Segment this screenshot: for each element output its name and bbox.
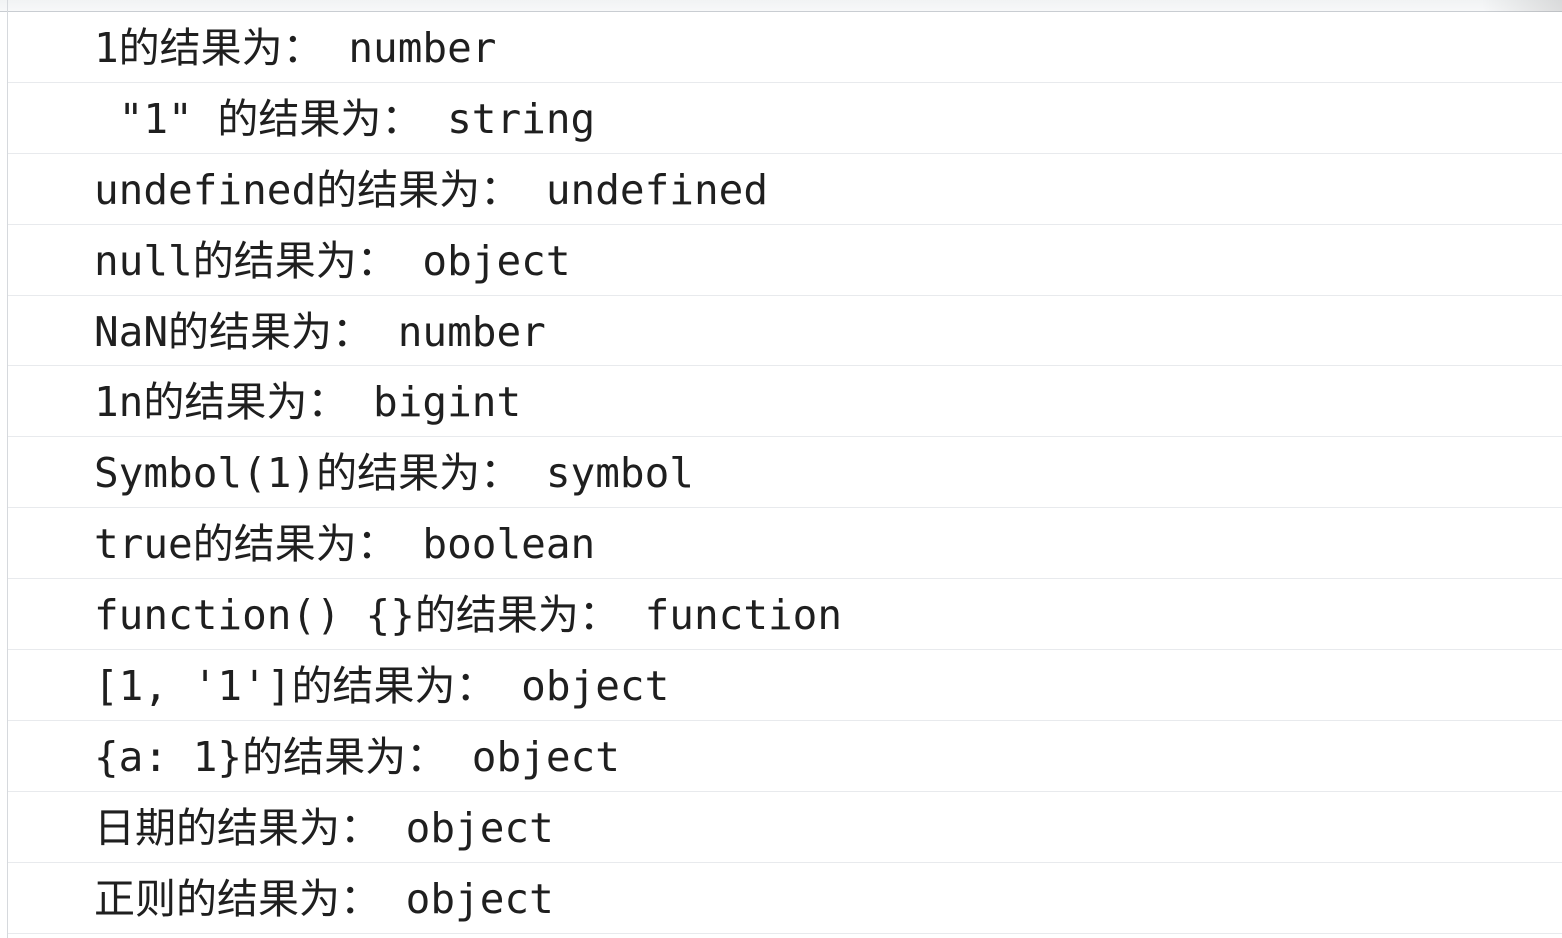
console-message-row[interactable]: undefined的结果为： undefined (8, 154, 1562, 225)
console-message-text: null的结果为： object (94, 236, 571, 285)
console-message-row[interactable]: "1" 的结果为： string (8, 83, 1562, 154)
console-message-text: function() {}的结果为： function (94, 591, 843, 640)
console-message-text: true的结果为： boolean (94, 520, 596, 569)
console-message-text: {a: 1}的结果为： object (94, 732, 620, 781)
console-top-divider (0, 0, 1562, 12)
console-message-text: 日期的结果为： object (94, 803, 554, 852)
top-right-shadow (1482, 0, 1562, 12)
console-message-text: 1n的结果为： bigint (94, 378, 522, 427)
console-message-text: 正则的结果为： object (94, 874, 554, 923)
console-message-text: Symbol(1)的结果为： symbol (94, 449, 694, 498)
console-message-text: undefined的结果为： undefined (94, 165, 768, 214)
console-message-list: 1的结果为： number "1" 的结果为： string undefined… (8, 12, 1562, 934)
console-message-text: NaN的结果为： number (94, 307, 546, 356)
console-message-row[interactable]: [1, '1']的结果为： object (8, 650, 1562, 721)
console-message-row[interactable]: null的结果为： object (8, 225, 1562, 296)
console-message-text: [1, '1']的结果为： object (94, 662, 670, 711)
console-message-row[interactable]: 1的结果为： number (8, 12, 1562, 83)
console-message-row[interactable]: true的结果为： boolean (8, 508, 1562, 580)
console-message-text: "1" 的结果为： string (94, 94, 596, 143)
console-left-border (7, 0, 8, 938)
console-message-row[interactable]: 正则的结果为： object (8, 863, 1562, 934)
console-message-row[interactable]: 1n的结果为： bigint (8, 366, 1562, 438)
console-message-row[interactable]: 日期的结果为： object (8, 792, 1562, 863)
console-message-row[interactable]: Symbol(1)的结果为： symbol (8, 437, 1562, 509)
console-message-row[interactable]: function() {}的结果为： function (8, 579, 1562, 651)
console-message-row[interactable]: NaN的结果为： number (8, 296, 1562, 367)
console-message-row[interactable]: {a: 1}的结果为： object (8, 721, 1562, 792)
console-message-text: 1的结果为： number (94, 24, 497, 72)
